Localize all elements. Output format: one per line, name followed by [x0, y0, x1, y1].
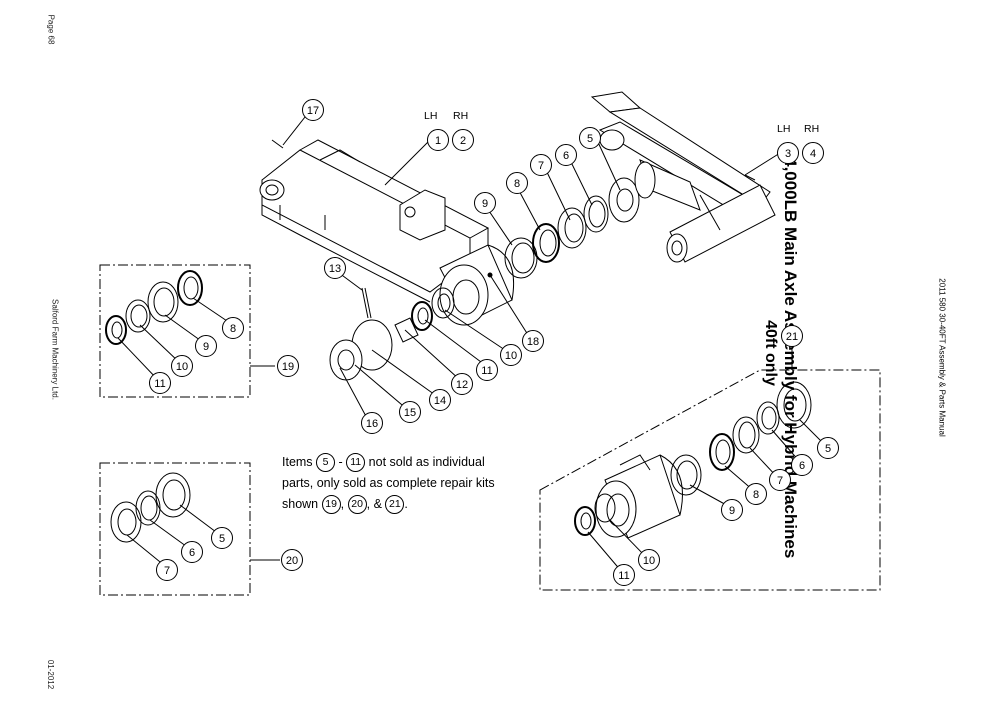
main-bearings: [271, 139, 640, 381]
svg-text:11: 11: [618, 570, 629, 582]
callout-main-18: 18: [522, 330, 544, 352]
note-callout-19: 19: [321, 495, 341, 515]
note-callout-5: 5: [316, 453, 336, 473]
svg-text:4: 4: [810, 148, 816, 160]
kit20-parts: [110, 472, 191, 543]
callout-main-17: 17: [302, 99, 324, 121]
svg-text:10: 10: [176, 361, 188, 373]
svg-text:8: 8: [753, 489, 759, 501]
rh-label-right: RH: [804, 123, 819, 135]
svg-text:18: 18: [527, 336, 539, 348]
main-axle-beam: [259, 139, 490, 303]
callout-kit20-20: 20: [281, 549, 303, 571]
callout-kit19-19: 19: [277, 355, 299, 377]
callout-main-10: 10: [500, 344, 522, 366]
right-axle-tube: [590, 91, 776, 263]
note-callout-20: 20: [347, 495, 367, 515]
callout-kit19-10: 10: [171, 355, 193, 377]
svg-text:7: 7: [538, 160, 544, 172]
callout-kit21-6: 6: [791, 454, 813, 476]
svg-text:5: 5: [825, 443, 831, 455]
callout-main-8: 8: [506, 172, 528, 194]
svg-text:10: 10: [505, 350, 517, 362]
note-line-1: Items 5 - 11 not sold as individual: [282, 452, 495, 473]
svg-text:8: 8: [230, 323, 236, 335]
svg-text:5: 5: [587, 133, 593, 145]
callout-main-12: 12: [451, 373, 473, 395]
callout-kit21-10: 10: [638, 549, 660, 571]
svg-text:20: 20: [286, 555, 298, 567]
callout-main-15: 15: [399, 401, 421, 423]
svg-text:3: 3: [785, 148, 791, 160]
callout-main-11: 11: [476, 359, 498, 381]
callout-kit20-6: 6: [181, 541, 203, 563]
svg-text:15: 15: [404, 407, 416, 419]
svg-text:6: 6: [563, 150, 569, 162]
svg-text:12: 12: [456, 379, 468, 391]
svg-text:5: 5: [219, 533, 225, 545]
callout-main-16: 16: [361, 412, 383, 434]
callout-main-2: 2: [452, 129, 474, 151]
lh-label-right: LH: [777, 123, 790, 135]
callout-main-14: 14: [429, 389, 451, 411]
callout-main-7: 7: [530, 154, 552, 176]
svg-text:13: 13: [329, 263, 341, 275]
callout-kit21-9: 9: [721, 499, 743, 521]
svg-text:14: 14: [434, 395, 446, 407]
callout-main-13: 13: [324, 257, 346, 279]
callout-kit19-8: 8: [222, 317, 244, 339]
note-callout-21: 21: [385, 495, 405, 515]
rh-label-left: RH: [453, 110, 468, 122]
note-line-3: shown 19, 20, & 21.: [282, 494, 495, 515]
callout-kit21-21: 21: [781, 325, 803, 347]
callout-main-5: 5: [579, 127, 601, 149]
svg-text:8: 8: [514, 178, 520, 190]
svg-text:7: 7: [164, 565, 170, 577]
kit19-parts: [105, 270, 203, 345]
callout-main-4: 4: [802, 142, 824, 164]
callout-main-6: 6: [555, 144, 577, 166]
spindle-housing: [439, 244, 515, 326]
lh-label-left: LH: [424, 110, 437, 122]
svg-text:2: 2: [460, 135, 466, 147]
callout-kit19-9: 9: [195, 335, 217, 357]
callout-kit20-5: 5: [211, 527, 233, 549]
kit-boundaries: [99, 264, 881, 596]
svg-text:11: 11: [154, 378, 165, 390]
svg-text:10: 10: [643, 555, 655, 567]
svg-text:6: 6: [189, 547, 195, 559]
callout-kit20-7: 7: [156, 559, 178, 581]
callout-kit21-11: 11: [613, 564, 635, 586]
svg-text:21: 21: [786, 331, 798, 343]
svg-text:17: 17: [307, 105, 319, 117]
svg-text:9: 9: [482, 198, 488, 210]
callout-main-9: 9: [474, 192, 496, 214]
callout-main-1: 1: [427, 129, 449, 151]
svg-text:11: 11: [481, 365, 492, 377]
svg-text:7: 7: [777, 475, 783, 487]
svg-text:9: 9: [203, 341, 209, 353]
note-callout-11: 11: [346, 453, 366, 473]
callout-kit19-11: 11: [149, 372, 171, 394]
kit21-hub: [574, 381, 812, 539]
callout-kit21-7: 7: [769, 469, 791, 491]
note-line-2: parts, only sold as complete repair kits: [282, 476, 495, 490]
repair-kit-note: Items 5 - 11 not sold as individual part…: [282, 452, 495, 515]
svg-text:16: 16: [366, 418, 378, 430]
svg-text:19: 19: [282, 361, 294, 373]
svg-text:9: 9: [729, 505, 735, 517]
callout-kit21-8: 8: [745, 483, 767, 505]
callout-main-3: 3: [777, 142, 799, 164]
callout-kit21-5: 5: [817, 437, 839, 459]
svg-text:1: 1: [435, 135, 441, 147]
svg-text:6: 6: [799, 460, 805, 472]
